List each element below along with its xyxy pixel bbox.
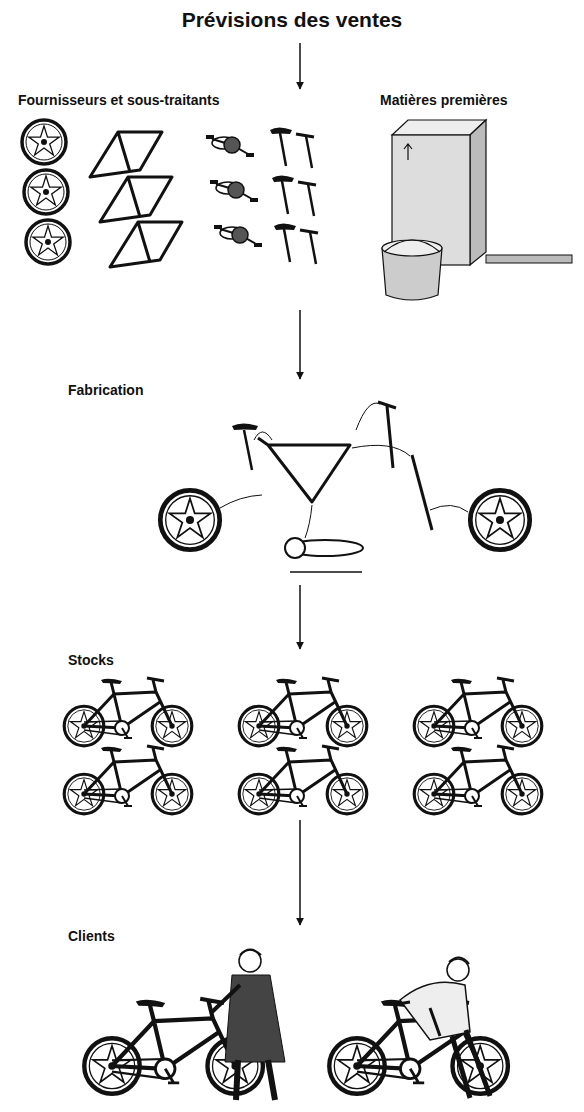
assembly-link: [220, 403, 468, 538]
wheel-part: [24, 170, 68, 214]
bucket-handle: [384, 240, 440, 252]
frame-part: [90, 132, 162, 177]
stage-label: Fournisseurs et sous-traitants: [18, 92, 220, 108]
handlebar-part: [296, 134, 314, 168]
stock-bikes: [64, 678, 542, 814]
wheel-part: [470, 490, 529, 549]
saddle-part: [272, 176, 294, 215]
bike: [64, 746, 192, 814]
raw-materials: [382, 120, 572, 300]
person-hair: [449, 957, 469, 964]
frame-part: [110, 222, 182, 267]
chainring-part: [285, 538, 305, 558]
frame-part: [258, 438, 350, 502]
bike: [239, 678, 367, 746]
stage-label: Matières premières: [380, 92, 508, 108]
person-head: [239, 950, 261, 972]
person-arm: [212, 985, 240, 1012]
flow-arrow: [299, 310, 301, 379]
person-arms: [398, 1002, 440, 1036]
flow-arrow: [299, 43, 301, 89]
seat-post-part: [244, 430, 252, 470]
bucket-top: [382, 240, 442, 256]
bike: [64, 678, 192, 746]
wheel-part: [160, 490, 219, 549]
box-mark: [404, 144, 412, 160]
flow-arrow: [299, 585, 301, 649]
saddle-part: [232, 424, 258, 431]
bike: [239, 746, 367, 814]
stage-box: Stocks: [68, 652, 548, 817]
stage-box: Matières premières: [380, 92, 576, 307]
heading-box: Prévisions des ventes: [100, 8, 484, 40]
frame-part: [100, 177, 172, 222]
person-legs: [452, 1030, 490, 1098]
stage-label: Clients: [68, 928, 115, 944]
stage-box: Fournisseurs et sous-traitants: [18, 92, 323, 307]
person-hair: [240, 950, 261, 956]
customers: [84, 950, 508, 1101]
stage-box: Fabrication: [68, 382, 543, 582]
handlebar-part: [298, 182, 316, 216]
handlebar-part: [300, 230, 318, 264]
person-legs: [236, 1060, 275, 1100]
wheel-part: [26, 220, 70, 264]
crankset-part: [210, 180, 258, 202]
diagram-heading: Prévisions des ventes: [182, 8, 403, 32]
base-line: [290, 571, 362, 573]
fork-part: [412, 455, 432, 530]
stage-box: Clients: [68, 928, 548, 1106]
handlebar-part: [378, 402, 396, 468]
bike: [414, 678, 542, 746]
person-head: [447, 959, 469, 981]
assembly-drawing: [160, 402, 529, 572]
supplier-parts: [22, 120, 318, 267]
saddle-part: [270, 128, 292, 167]
wheel-part: [22, 120, 66, 164]
crankset-part: [214, 225, 262, 247]
box-side: [470, 120, 486, 265]
crankset-part: [206, 135, 254, 157]
saddle-part: [274, 224, 296, 263]
stage-label: Fabrication: [68, 382, 143, 398]
stage-label: Stocks: [68, 652, 114, 668]
bike: [414, 746, 542, 814]
flow-arrow: [299, 820, 301, 925]
metal-tube: [486, 255, 572, 263]
person-body: [400, 982, 470, 1040]
